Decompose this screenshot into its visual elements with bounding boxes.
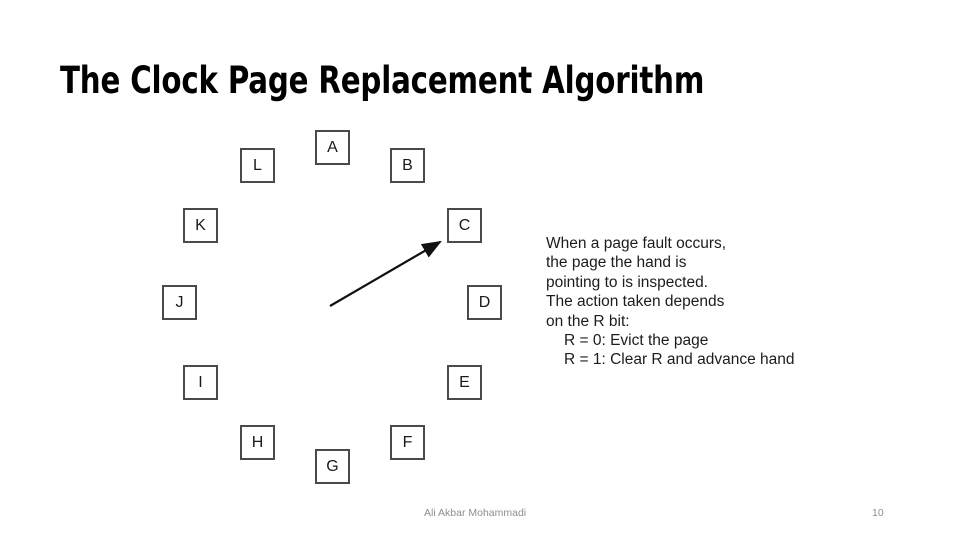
page-box-l[interactable]: L (240, 148, 275, 183)
page-box-label: K (195, 217, 206, 234)
page-title: The Clock Page Replacement Algorithm (60, 59, 705, 102)
explanation-line-r1: R = 1: Clear R and advance hand (564, 351, 795, 369)
page-box-label: B (402, 157, 413, 174)
footer-page-number: 10 (872, 507, 884, 519)
page-box-f[interactable]: F (390, 425, 425, 460)
page-box-d[interactable]: D (467, 285, 502, 320)
page-box-label: A (327, 139, 338, 156)
explanation-line: When a page fault occurs, (546, 235, 727, 252)
explanation-text: When a page fault occurs, the page the h… (546, 234, 846, 370)
explanation-line: on the R bit: (546, 312, 630, 330)
clock-page-replacement-diagram: A B C D E F G H I J K L When a page faul… (162, 130, 846, 484)
explanation-line: The action taken depends (546, 293, 725, 311)
page-box-label: F (402, 434, 413, 451)
page-box-label: I (198, 374, 203, 391)
page-box-h[interactable]: H (240, 425, 275, 460)
page-box-e[interactable]: E (447, 365, 482, 400)
page-box-label: D (478, 294, 491, 311)
page-box-i[interactable]: I (183, 365, 218, 400)
page-box-label: G (326, 458, 339, 475)
page-box-k[interactable]: K (183, 208, 218, 243)
page-box-a[interactable]: A (315, 130, 350, 165)
explanation-line: the page the hand is (546, 254, 687, 272)
page-box-g[interactable]: G (315, 449, 350, 484)
footer-author: Ali Akbar Mohammadi (424, 507, 527, 519)
page-box-j[interactable]: J (162, 285, 197, 320)
page-box-label: E (459, 374, 470, 391)
page-box-c[interactable]: C (447, 208, 482, 243)
page-box-label: C (458, 217, 471, 234)
page-box-label: H (251, 434, 264, 451)
explanation-line-r0: R = 0: Evict the page (564, 332, 709, 350)
explanation-line: pointing to is inspected. (546, 273, 708, 291)
page-box-label: L (253, 157, 262, 174)
clock-hand-arrow-icon (329, 240, 442, 307)
page-box-label: J (175, 294, 184, 311)
page-box-b[interactable]: B (390, 148, 425, 183)
